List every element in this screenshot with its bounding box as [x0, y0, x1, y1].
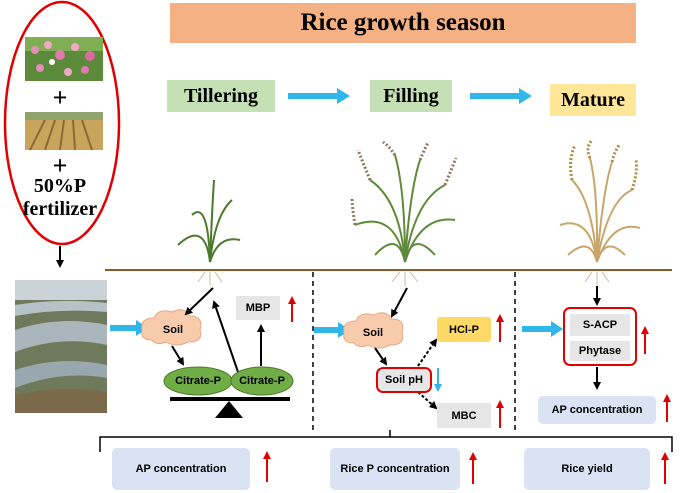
arrow-soil-to-citrate	[171, 345, 185, 366]
result-ap-concentration: AP concentration	[112, 448, 250, 490]
result-rice-p-concentration: Rice P concentration	[330, 448, 460, 490]
mature-ap-label: AP concentration	[551, 404, 643, 416]
fertilizer-plus-1: +	[52, 83, 68, 112]
mature-blue-arrow	[522, 321, 563, 337]
s-acp-box	[570, 314, 630, 336]
phytase-label: Phytase	[578, 345, 622, 357]
arrow-plant-to-soil	[184, 287, 214, 316]
season-title: Rice growth season	[300, 9, 506, 36]
stage-tillering: Tillering	[167, 80, 275, 112]
tillering-blue-arrow	[110, 320, 148, 336]
stage-mature: Mature	[550, 84, 636, 116]
stage-arrow-2	[470, 88, 532, 104]
mbc-label: MBC	[451, 409, 477, 422]
stage-filling: Filling	[370, 80, 452, 112]
mbp-label: MBP	[245, 302, 271, 314]
filling-soil-cloud	[343, 312, 404, 349]
citrate-right-label: Citrate-P	[239, 375, 285, 387]
soil-ph-box	[376, 367, 432, 393]
arrow-ph-to-mbc	[417, 391, 438, 410]
tillering-soil-cloud	[141, 309, 202, 346]
citrate-right-ellipse	[230, 366, 294, 396]
phytase-box	[570, 341, 630, 361]
hcl-p-box	[437, 317, 491, 342]
rice-plant-filling-icon	[350, 140, 458, 286]
soil-ph-label: Soil pH	[385, 374, 423, 386]
fertilizer-label-line1: 50%P	[33, 175, 87, 197]
stage-arrow-1	[288, 88, 350, 104]
mature-ap-box	[538, 396, 656, 424]
balance-scale-icon	[170, 397, 290, 418]
field-photo-icon	[15, 280, 107, 413]
straw-field-photo-icon	[25, 112, 103, 151]
arrow-ph-to-hcl	[417, 338, 438, 367]
mbp-box	[236, 296, 280, 320]
flower-photo-icon	[25, 37, 103, 81]
fertilizer-ellipse	[3, 0, 121, 246]
bottom-bracket	[99, 436, 673, 452]
hcl-p-label: HCl-P	[449, 323, 479, 336]
s-acp-label: S-ACP	[582, 319, 618, 331]
filling-soil-label: Soil	[362, 327, 384, 339]
tillering-soil-label: Soil	[162, 324, 184, 336]
arrow-filling-plant-to-soil	[391, 287, 408, 318]
fertilizer-plus-2: +	[52, 151, 68, 180]
season-banner: Rice growth season	[170, 3, 636, 43]
mbc-box	[437, 403, 491, 428]
rice-plant-tillering-icon	[177, 179, 241, 285]
rice-plant-mature-icon	[559, 139, 641, 286]
arrow-filling-soil-to-ph	[374, 347, 388, 366]
filling-blue-arrow	[314, 322, 350, 338]
citrate-left-label: Citrate-P	[175, 375, 221, 387]
result-rice-yield: Rice yield	[524, 448, 650, 490]
fertilizer-label-line2: fertilizer	[22, 198, 98, 220]
arrow-citrate-to-plant	[212, 300, 239, 373]
